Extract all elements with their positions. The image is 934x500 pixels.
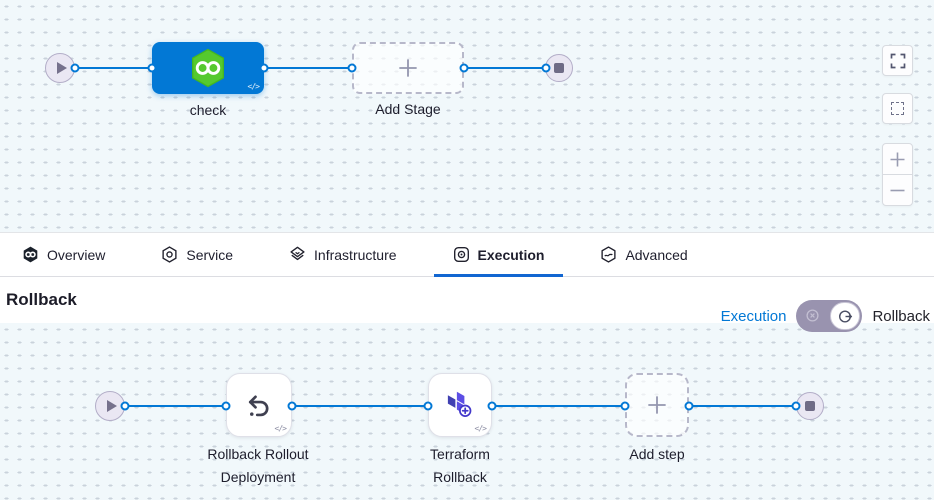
add-stage-label: Add Stage <box>375 101 441 117</box>
step-terraform-rollback[interactable]: </> <box>428 373 492 437</box>
zoom-in-button[interactable] <box>883 144 912 174</box>
connector-port[interactable] <box>791 401 801 411</box>
edge-rollout-to-terraform <box>292 405 428 407</box>
edge-stage-to-addstage <box>264 67 352 69</box>
add-stage-button[interactable] <box>352 42 464 94</box>
stage-config-tabbar: Overview Service Infrastructure Exe <box>0 232 934 277</box>
terraform-icon <box>447 391 472 417</box>
connector-port[interactable] <box>541 63 551 73</box>
active-tab-underline <box>433 274 564 277</box>
edge-addstage-to-end <box>464 67 546 69</box>
connector-port[interactable] <box>459 63 469 73</box>
code-icon: </> <box>474 424 487 433</box>
tab-overview[interactable]: Overview <box>3 233 124 276</box>
fullscreen-icon <box>890 53 905 68</box>
connector-port[interactable] <box>684 401 694 411</box>
advanced-hexagon-icon <box>601 246 617 263</box>
tab-advanced[interactable]: Advanced <box>581 233 706 276</box>
play-icon <box>106 400 117 412</box>
connector-port[interactable] <box>347 63 357 73</box>
code-icon: </> <box>247 82 260 91</box>
tab-service[interactable]: Service <box>142 233 252 276</box>
connector-port[interactable] <box>423 401 433 411</box>
zoom-out-icon <box>890 189 905 191</box>
stop-icon <box>805 401 815 411</box>
add-step-button[interactable] <box>625 373 689 437</box>
divider <box>883 174 912 175</box>
zoom-out-button[interactable] <box>883 175 912 205</box>
plus-icon <box>648 396 666 414</box>
stage-label: check <box>189 102 227 118</box>
step-label: Rollback Rollout Deployment <box>207 446 309 485</box>
execution-mini-icon <box>806 309 820 322</box>
pipeline-start-node[interactable] <box>45 53 75 83</box>
section-heading: Rollback <box>6 290 77 309</box>
code-icon: </> <box>274 424 287 433</box>
connector-port[interactable] <box>287 401 297 411</box>
undo-rollback-icon <box>248 395 269 417</box>
fullscreen-button[interactable] <box>882 45 913 76</box>
edge-start-to-stage <box>75 67 152 69</box>
tab-label: Infrastructure <box>314 246 397 263</box>
rollback-mode-label: Rollback <box>872 307 930 325</box>
harness-cd-green-hexagon-icon <box>192 48 224 88</box>
zoom-in-icon <box>890 152 905 166</box>
rollback-start-node[interactable] <box>95 391 125 421</box>
stop-icon <box>554 63 564 73</box>
tab-label: Service <box>186 246 234 263</box>
execution-rollback-switcher: Execution Rollback <box>721 300 930 332</box>
marquee-select-icon <box>891 102 904 115</box>
tab-label: Execution <box>477 246 545 263</box>
tab-label: Overview <box>47 246 106 263</box>
edge-addstep-to-end <box>689 405 796 407</box>
connector-port[interactable] <box>147 63 157 73</box>
execution-mode-label[interactable]: Execution <box>720 307 787 325</box>
marquee-select-button[interactable] <box>882 93 913 124</box>
connector-port[interactable] <box>70 63 80 73</box>
tab-infrastructure[interactable]: Infrastructure <box>270 233 415 276</box>
add-step-label: Add step <box>629 446 685 462</box>
execution-steps-icon <box>453 247 469 262</box>
tab-label: Advanced <box>625 246 688 263</box>
stage-canvas[interactable]: </> check Add Stage <box>0 0 934 232</box>
edge-terraform-to-addstep <box>492 405 625 407</box>
stage-node-check[interactable]: </> <box>152 42 264 94</box>
infrastructure-layers-icon <box>290 246 305 261</box>
step-label: Terraform Rollback <box>430 446 490 485</box>
play-icon <box>56 62 67 74</box>
plus-icon <box>399 59 417 77</box>
rollback-section-header: Rollback Execution Rollback <box>0 277 934 332</box>
harness-pipeline-icon <box>23 246 38 263</box>
connector-port[interactable] <box>487 401 497 411</box>
connector-port[interactable] <box>120 401 130 411</box>
tab-execution[interactable]: Execution <box>433 233 564 277</box>
rollback-execution-canvas[interactable]: </> Rollback Rollout Deployment </> Terr… <box>0 323 934 500</box>
zoom-controls <box>882 143 913 206</box>
edge-start-to-rollout <box>125 405 226 407</box>
connector-port[interactable] <box>620 401 630 411</box>
connector-port[interactable] <box>259 63 269 73</box>
connector-port[interactable] <box>221 401 231 411</box>
rollback-circular-arrow-icon <box>838 309 853 323</box>
pipeline-end-node[interactable] <box>545 54 573 82</box>
toggle-knob <box>830 302 861 330</box>
service-hexagon-icon <box>162 246 177 263</box>
step-rollback-rollout-deployment[interactable]: </> <box>226 373 292 437</box>
mode-toggle[interactable] <box>796 300 863 332</box>
